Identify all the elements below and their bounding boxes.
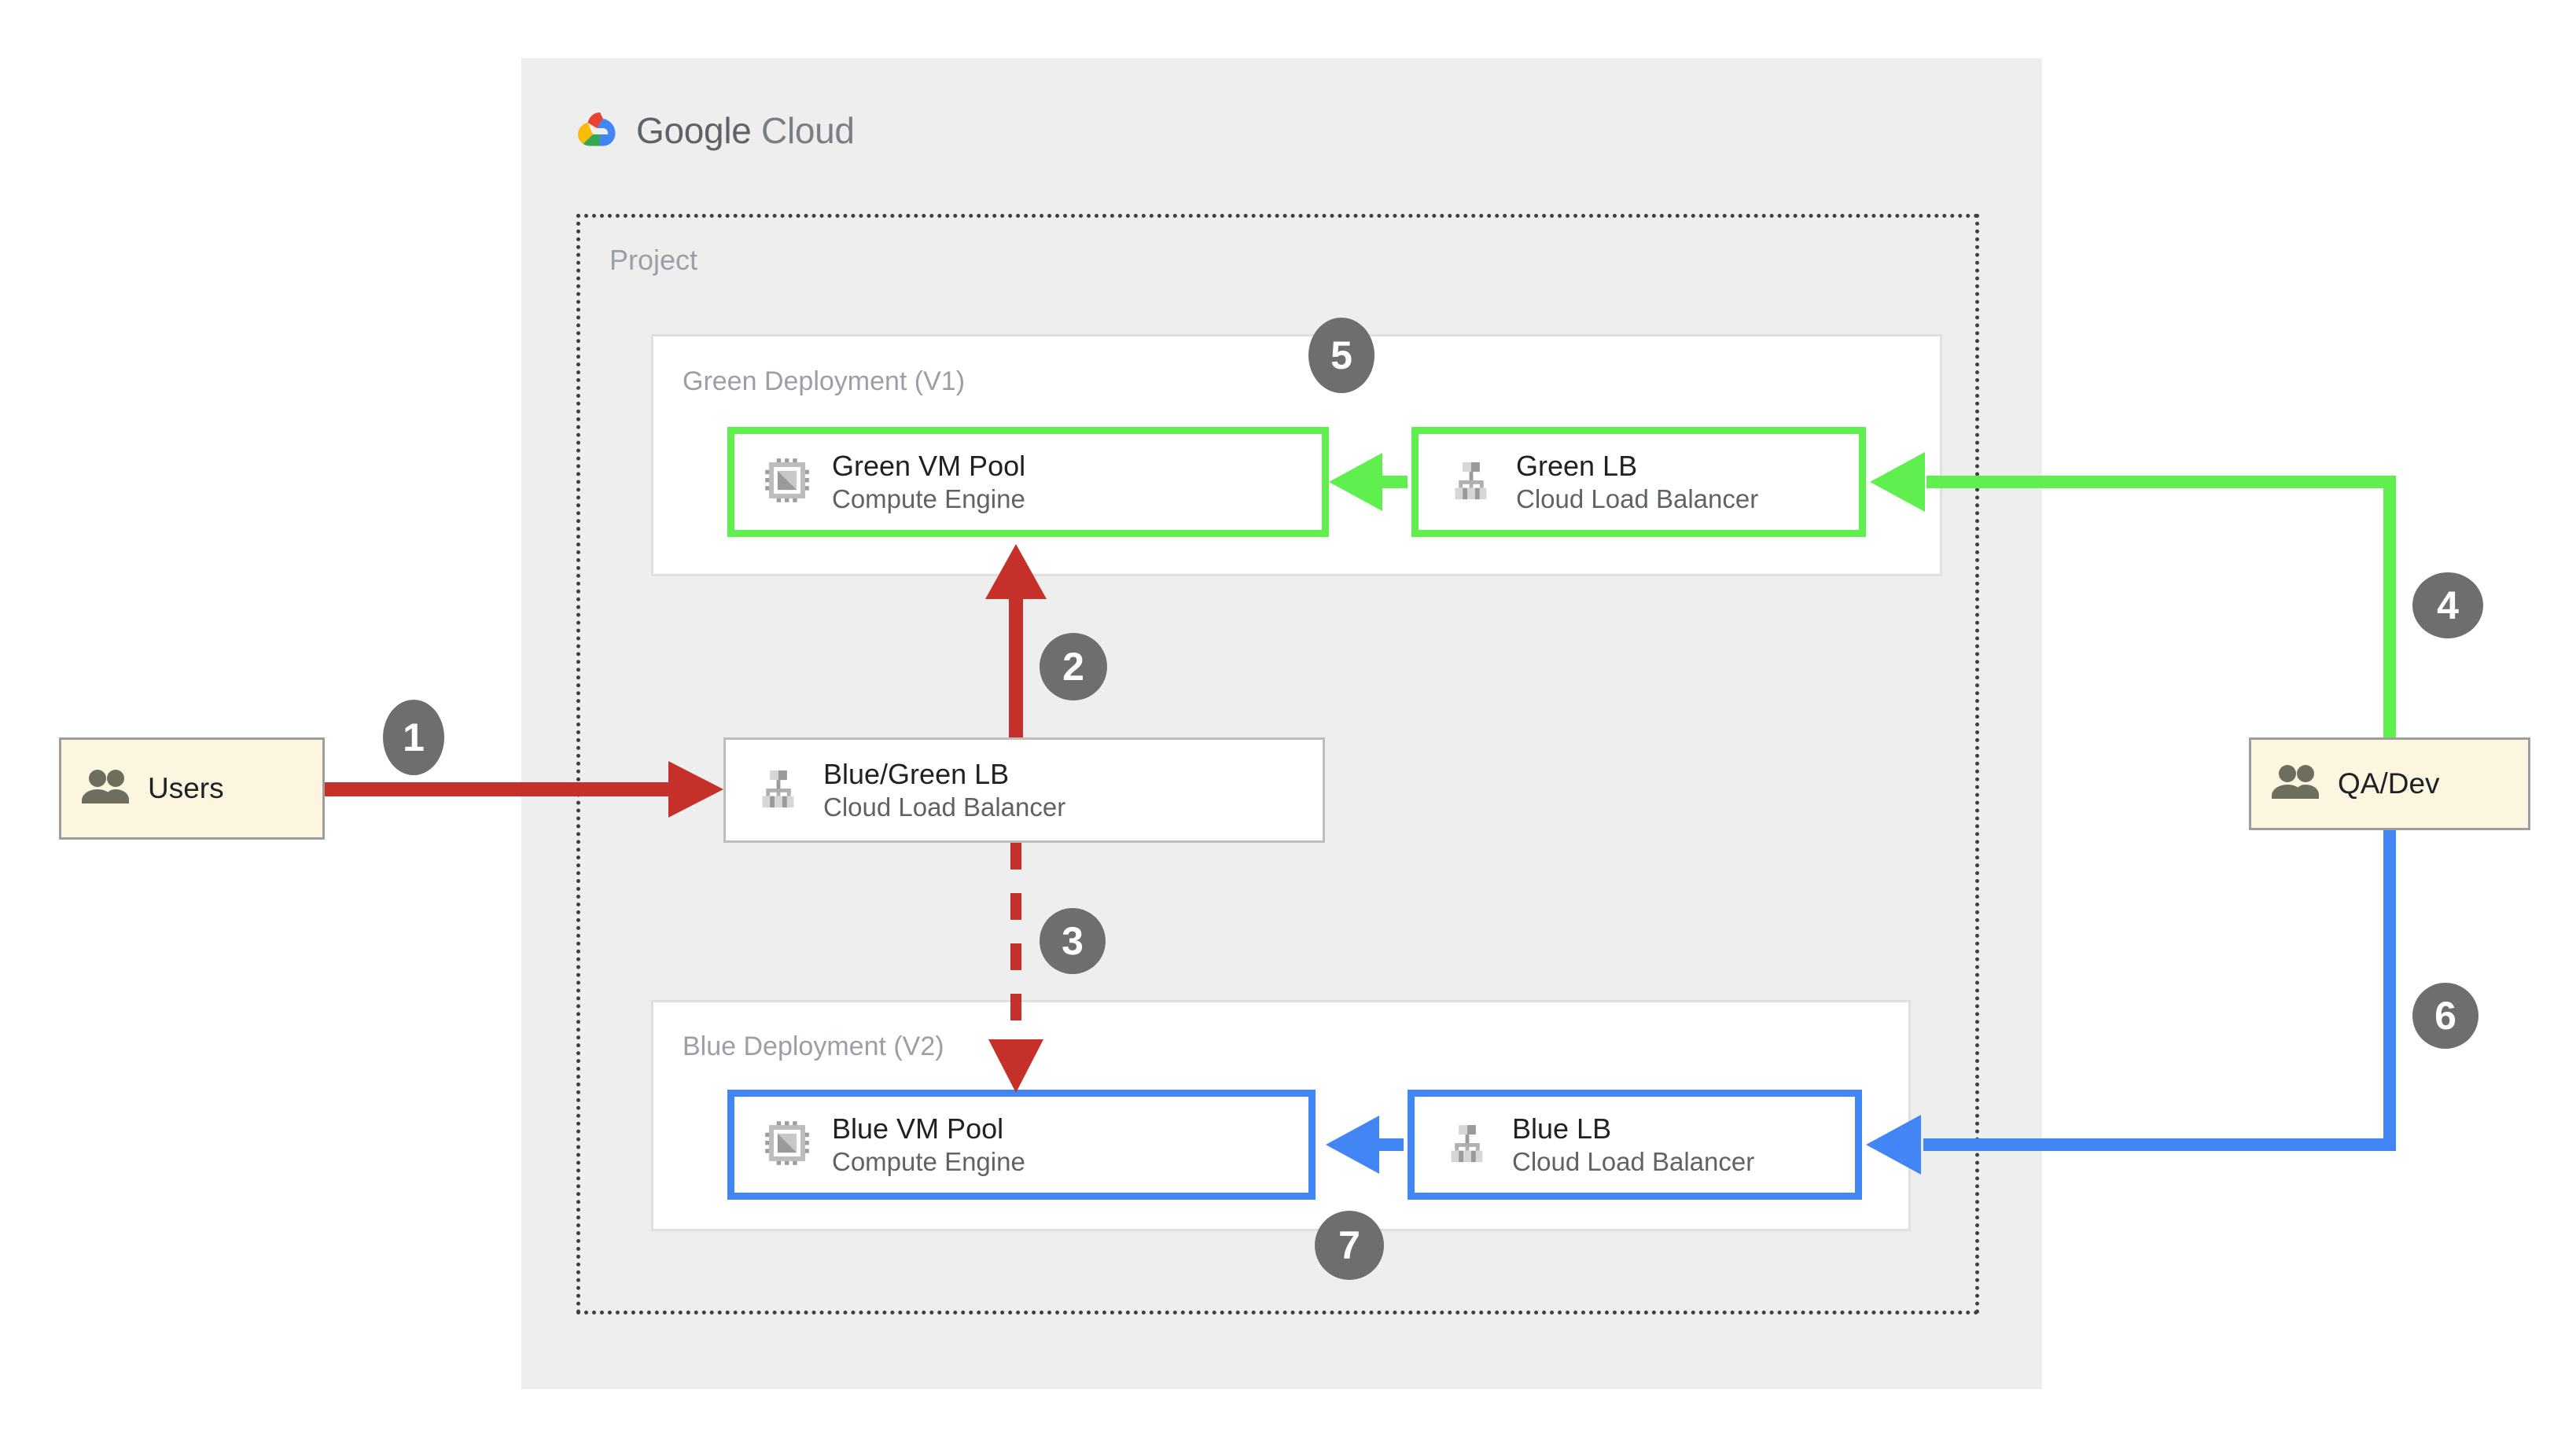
actor-qa-dev[interactable]: QA/Dev bbox=[2249, 737, 2530, 830]
node-title: Blue VM Pool bbox=[832, 1112, 1004, 1145]
step-badge-5: 5 bbox=[1308, 318, 1374, 393]
step-badge-6: 6 bbox=[2412, 983, 2478, 1049]
node-subtitle: Cloud Load Balancer bbox=[1512, 1146, 1755, 1176]
green-deployment-label: Green Deployment (V1) bbox=[683, 366, 966, 396]
node-subtitle: Compute Engine bbox=[832, 484, 1025, 513]
brand-cloud: Cloud bbox=[761, 110, 855, 151]
step-badge-3: 3 bbox=[1040, 908, 1106, 974]
google-cloud-brand: Google Cloud bbox=[576, 101, 938, 160]
blue-deployment-label: Blue Deployment (V2) bbox=[683, 1031, 944, 1061]
step-badge-1: 1 bbox=[383, 700, 444, 775]
node-title: Green VM Pool bbox=[832, 449, 1026, 482]
node-subtitle: Cloud Load Balancer bbox=[1516, 484, 1759, 513]
node-title: Blue/Green LB bbox=[823, 757, 1010, 790]
node-subtitle: Cloud Load Balancer bbox=[823, 792, 1066, 822]
compute-engine-icon bbox=[764, 458, 810, 507]
node-green-lb[interactable]: Green LB Cloud Load Balancer bbox=[1411, 427, 1866, 537]
actor-label: QA/Dev bbox=[2338, 767, 2440, 800]
project-boundary bbox=[576, 214, 1979, 1314]
users-group-icon bbox=[82, 769, 131, 809]
node-bluegreen-lb[interactable]: Blue/Green LB Cloud Load Balancer bbox=[723, 737, 1325, 843]
step-badge-7: 7 bbox=[1315, 1211, 1384, 1280]
cloud-load-balancer-icon bbox=[1448, 458, 1494, 507]
cloud-load-balancer-icon bbox=[1444, 1120, 1490, 1170]
node-title: Green LB bbox=[1516, 449, 1638, 482]
project-label: Project bbox=[609, 244, 698, 276]
users-group-icon bbox=[2272, 764, 2320, 804]
step-badge-4: 4 bbox=[2412, 572, 2483, 638]
google-cloud-wordmark: Google Cloud bbox=[636, 109, 855, 152]
actor-users[interactable]: Users bbox=[59, 737, 325, 840]
brand-google: Google bbox=[636, 110, 752, 151]
compute-engine-icon bbox=[764, 1120, 810, 1170]
step-badge-2: 2 bbox=[1040, 633, 1107, 700]
node-blue-lb[interactable]: Blue LB Cloud Load Balancer bbox=[1408, 1090, 1862, 1200]
node-title: Blue LB bbox=[1512, 1112, 1612, 1145]
cloud-load-balancer-icon bbox=[756, 766, 801, 815]
node-green-vm-pool[interactable]: Green VM Pool Compute Engine bbox=[727, 427, 1329, 537]
node-subtitle: Compute Engine bbox=[832, 1146, 1025, 1176]
google-cloud-logo-icon bbox=[576, 109, 624, 153]
actor-label: Users bbox=[148, 772, 224, 804]
node-blue-vm-pool[interactable]: Blue VM Pool Compute Engine bbox=[727, 1090, 1316, 1200]
